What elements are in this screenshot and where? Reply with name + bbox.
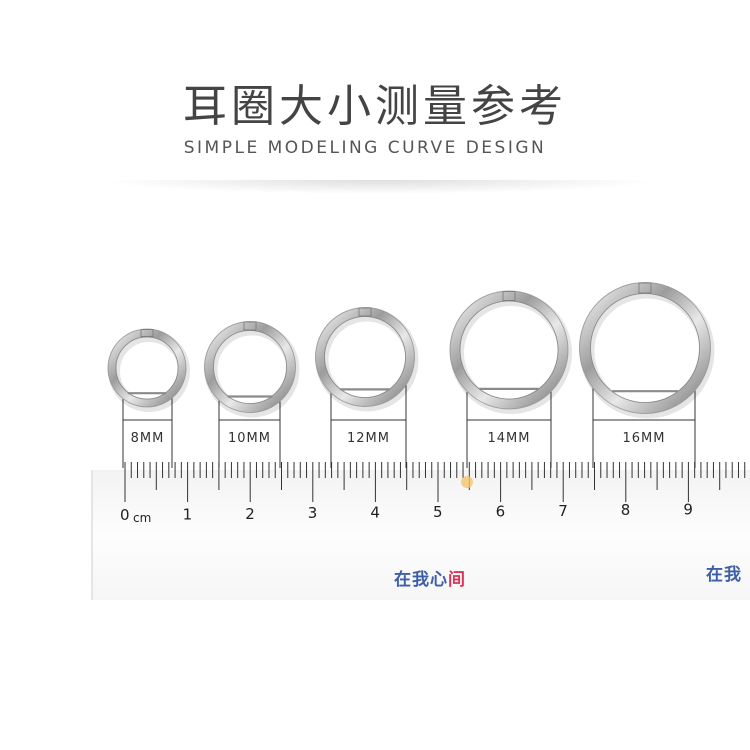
ruler-label: 1 — [183, 505, 193, 523]
earring-hoop — [579, 282, 715, 419]
hinge — [140, 329, 154, 337]
size-label: 10MM — [228, 431, 271, 446]
earring-hoop — [315, 307, 419, 412]
header-divider — [100, 180, 660, 194]
ruler-label: 5 — [433, 503, 443, 521]
hinge — [638, 282, 652, 294]
earring-hoop — [449, 290, 572, 414]
hinge — [358, 307, 372, 317]
hinge — [502, 291, 516, 301]
watermark-left: 在我心间 — [394, 565, 466, 590]
ruler-label: 6 — [496, 502, 506, 520]
watermark-left-accent: 间 — [448, 570, 466, 590]
measurement-guides — [122, 382, 696, 468]
size-label: 14MM — [488, 431, 531, 446]
ruler-label: 2 — [245, 505, 255, 523]
ruler-label: 0 — [120, 506, 130, 524]
size-label: 8MM — [131, 431, 165, 446]
earring-hoop — [204, 321, 300, 418]
page-title: 耳圈大小测量参考 — [183, 81, 567, 132]
earring-hoops — [107, 282, 715, 419]
ruler-unit: cm — [133, 511, 151, 525]
size-label: 16MM — [623, 431, 666, 446]
ruler-ticks — [124, 462, 746, 502]
hinge — [243, 321, 257, 331]
reflection-spot — [461, 476, 473, 488]
ruler-label: 7 — [558, 502, 568, 520]
earring-hoop — [107, 328, 190, 412]
ruler-label: 8 — [621, 501, 631, 519]
ruler-labels: 0 1 2 3 4 5 6 7 8 9 cm — [120, 501, 693, 525]
size-labels: 8MM 10MM 12MM 14MM 16MM — [131, 431, 666, 446]
ruler-label: 3 — [308, 504, 318, 522]
size-label: 12MM — [347, 431, 390, 446]
ruler-body — [92, 470, 750, 600]
watermark-left-text: 在我心 — [394, 570, 448, 590]
ruler-label: 9 — [683, 501, 693, 519]
ruler-label: 4 — [370, 504, 380, 522]
page-subtitle: SIMPLE MODELING CURVE DESIGN — [183, 138, 547, 158]
watermark-right: 在我 — [706, 565, 742, 585]
